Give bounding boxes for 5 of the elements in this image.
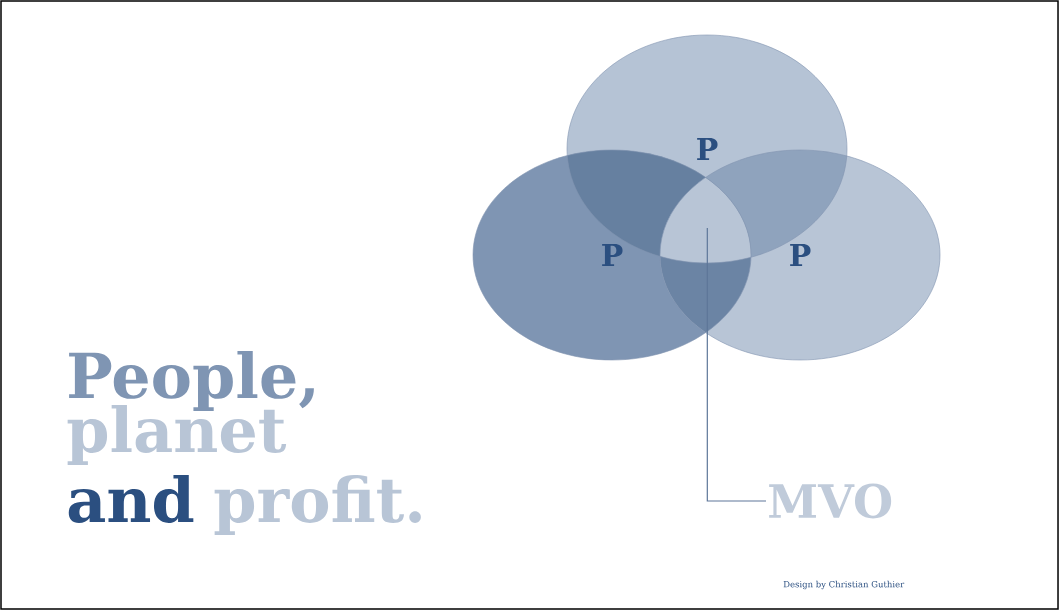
credit-text: Design by Christian Guthier: [783, 580, 905, 590]
headline-word: profit.: [214, 474, 421, 535]
leader-line: [706, 227, 767, 502]
headline-word: and: [68, 474, 194, 523]
diagram-label: MVO: [769, 483, 892, 519]
